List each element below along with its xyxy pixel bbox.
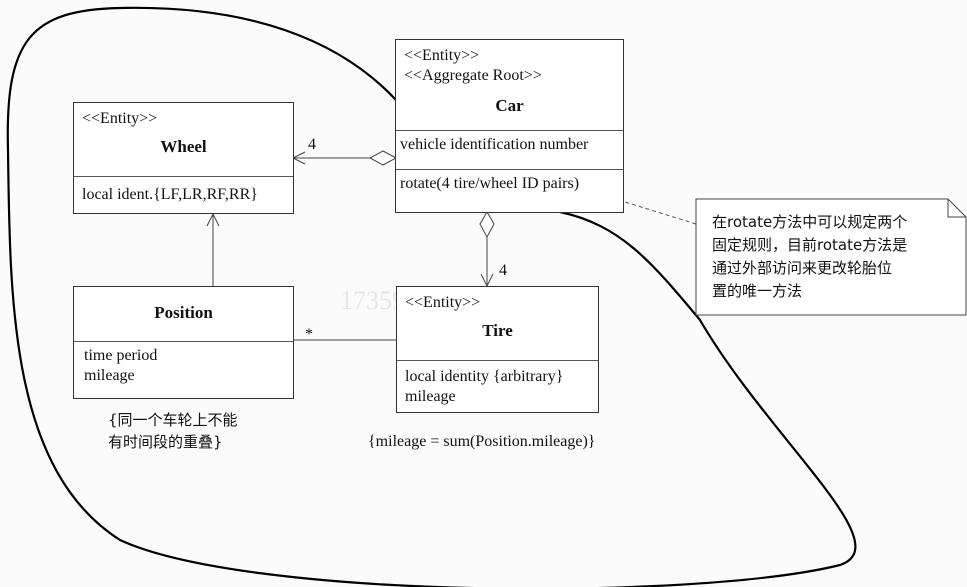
car-header: <<Entity>> <<Aggregate Root>> Car bbox=[396, 40, 623, 120]
tire-attribute-mileage: mileage bbox=[405, 388, 456, 405]
car-stereotype-aggregate-root: <<Aggregate Root>> bbox=[404, 67, 542, 84]
tire-header: <<Entity>> Tire bbox=[397, 287, 598, 345]
note-line-3: 通过外部访问来更改轮胎位 bbox=[712, 259, 893, 277]
tire-attribute-local-identity: local identity {arbitrary} bbox=[405, 368, 564, 385]
wheel-attributes: local ident.{LF,LR,RF,RR} bbox=[74, 176, 293, 209]
multiplicity-position-tire: * bbox=[305, 326, 313, 343]
car-attributes: vehicle identification number bbox=[396, 130, 623, 159]
tire-stereotype-entity: <<Entity>> bbox=[405, 294, 481, 311]
multiplicity-car-tire: 4 bbox=[499, 262, 507, 279]
position-attribute-time-period: time period bbox=[84, 347, 158, 364]
car-tire-diamond bbox=[479, 211, 495, 239]
note-fold bbox=[947, 199, 966, 218]
car-attribute-vin: vehicle identification number bbox=[400, 136, 589, 153]
note-shape bbox=[695, 198, 967, 316]
position-class-name: Position bbox=[154, 303, 213, 322]
car-wheel-diamond bbox=[368, 150, 398, 166]
note-line-4: 置的唯一方法 bbox=[712, 282, 803, 300]
position-wheel-arrowhead bbox=[206, 212, 220, 227]
rotate-note: 在rotate方法中可以规定两个 固定规则，目前rotate方法是 通过外部访问… bbox=[696, 199, 966, 315]
note-line-2: 固定规则，目前rotate方法是 bbox=[712, 236, 908, 254]
car-operations: rotate(4 tire/wheel ID pairs) bbox=[396, 169, 623, 198]
position-constraint-line2: 有时间段的重叠} bbox=[108, 433, 223, 451]
multiplicity-car-wheel: 4 bbox=[308, 136, 316, 153]
class-car: <<Entity>> <<Aggregate Root>> Car vehicl… bbox=[395, 39, 624, 213]
position-attribute-mileage: mileage bbox=[84, 367, 135, 384]
position-header: Position bbox=[74, 287, 293, 327]
position-attributes: time period mileage bbox=[74, 341, 293, 390]
class-tire: <<Entity>> Tire local identity {arbitrar… bbox=[396, 286, 599, 413]
wheel-class-name: Wheel bbox=[160, 137, 207, 156]
wheel-stereotype-entity: <<Entity>> bbox=[82, 110, 158, 127]
wheel-header: <<Entity>> Wheel bbox=[74, 103, 293, 161]
tire-attributes: local identity {arbitrary} mileage bbox=[397, 360, 598, 411]
car-class-name: Car bbox=[495, 96, 524, 115]
car-operation-rotate: rotate(4 tire/wheel ID pairs) bbox=[400, 175, 580, 192]
class-wheel: <<Entity>> Wheel local ident.{LF,LR,RF,R… bbox=[73, 102, 294, 214]
position-constraint-line1: {同一个车轮上不能 bbox=[108, 411, 238, 429]
note-line-1: 在rotate方法中可以规定两个 bbox=[712, 213, 908, 231]
aggregate-boundary bbox=[6, 6, 857, 587]
car-stereotype-entity: <<Entity>> bbox=[404, 47, 480, 64]
note-anchor-line bbox=[611, 197, 697, 225]
tire-class-name: Tire bbox=[482, 321, 513, 340]
wheel-attribute-local-ident: local ident.{LF,LR,RF,RR} bbox=[82, 186, 258, 203]
class-position: Position time period mileage bbox=[73, 286, 294, 399]
tire-constraint: {mileage = sum(Position.mileage)} bbox=[368, 433, 596, 450]
